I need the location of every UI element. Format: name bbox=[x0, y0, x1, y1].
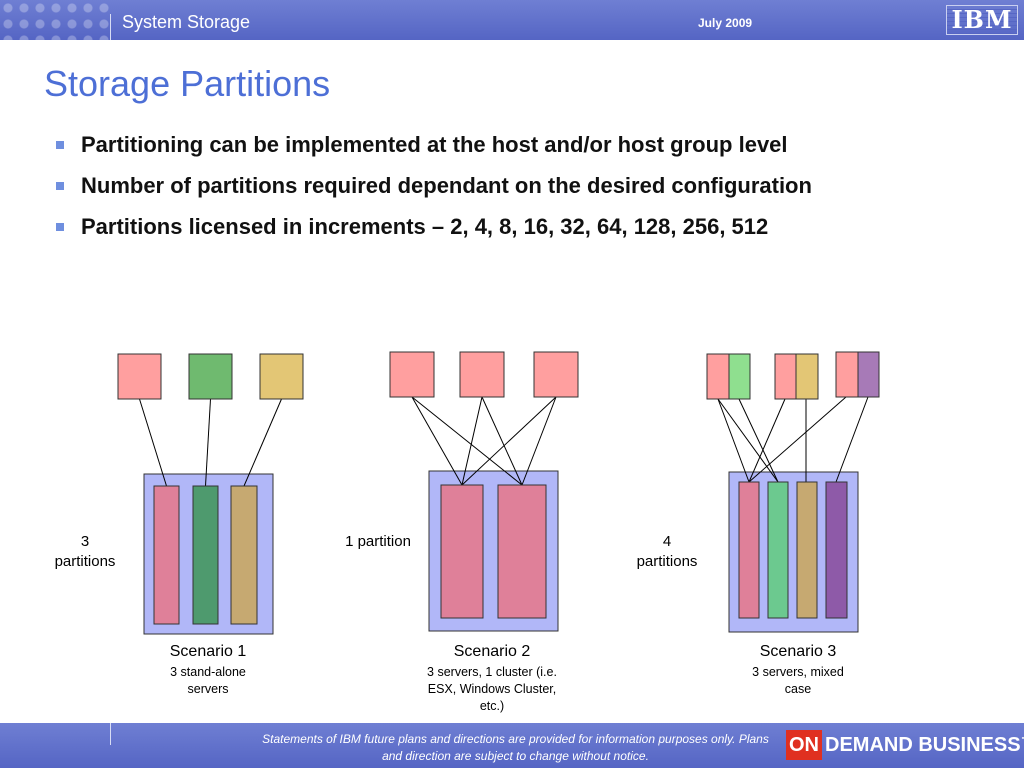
scenario-2-host-server bbox=[533, 351, 579, 398]
bullet-item: Partitions licensed in increments – 2, 4… bbox=[56, 212, 996, 253]
scenario-3-connection-line bbox=[835, 396, 869, 483]
scenario-2-partition bbox=[497, 484, 547, 619]
bullet-square-icon bbox=[56, 141, 64, 149]
footer-bar: Statements of IBM future plans and direc… bbox=[0, 723, 1024, 768]
slide-title: Storage Partitions bbox=[44, 63, 331, 104]
scenario-3-partition bbox=[796, 481, 818, 619]
scenario-3-connection-line bbox=[717, 398, 750, 483]
scenario-1-title: Scenario 1 bbox=[169, 643, 247, 660]
scenario-1-host-server bbox=[188, 353, 233, 400]
header-date: July 2009 bbox=[698, 16, 753, 30]
scenario-3-connection-line bbox=[717, 398, 779, 483]
scenario-3-partition-label: 4 partitions bbox=[636, 533, 698, 570]
scenario-1-partition-label: 3 partitions bbox=[54, 533, 116, 570]
footer-disclaimer: Statements of IBM future plans and direc… bbox=[262, 732, 769, 763]
scenario-1-connection-line bbox=[243, 398, 282, 487]
bullet-list: Partitioning can be implemented at the h… bbox=[56, 130, 996, 253]
bullet-item: Partitioning can be implemented at the h… bbox=[56, 130, 996, 171]
scenario-1-description: 3 stand-alone servers bbox=[170, 665, 246, 696]
scenario-1-host-server bbox=[259, 353, 304, 400]
scenario-3-host-server bbox=[706, 353, 730, 400]
scenario-2-connection-line bbox=[411, 396, 463, 486]
scenario-2-connection-line bbox=[411, 396, 523, 486]
scenario-3-connection-line bbox=[748, 398, 786, 483]
bullet-square-icon bbox=[56, 182, 64, 190]
scenario-2-connection-line bbox=[481, 396, 523, 486]
scenario-3-host-server bbox=[728, 353, 751, 400]
scenario-2-partition bbox=[440, 484, 484, 619]
bullet-square-icon bbox=[56, 223, 64, 231]
footer-divider bbox=[110, 723, 111, 745]
scenario-3-partition bbox=[767, 481, 789, 619]
scenario-3-partition bbox=[738, 481, 760, 619]
header-dot-pattern bbox=[0, 0, 110, 40]
scenario-1-connection-line bbox=[205, 398, 211, 487]
scenario-3-partition bbox=[825, 481, 848, 619]
scenario-2-connection-line bbox=[461, 396, 483, 486]
header-bar: System Storage July 2009 IBM bbox=[0, 0, 1024, 40]
scenario-2-host-server bbox=[389, 351, 435, 398]
header-divider bbox=[110, 14, 111, 40]
scenario-3-host-server bbox=[774, 353, 797, 400]
scenario-1-partition bbox=[153, 485, 180, 625]
scenario-2-description: 3 servers, 1 cluster (i.e. ESX, Windows … bbox=[427, 665, 557, 713]
scenario-3-host-server bbox=[795, 353, 819, 400]
scenario-2-title: Scenario 2 bbox=[453, 643, 531, 660]
ibm-logo: IBM bbox=[946, 5, 1018, 35]
scenario-3-title: Scenario 3 bbox=[759, 643, 837, 660]
scenario-2-connection-line bbox=[521, 396, 557, 486]
scenario-1-partition bbox=[230, 485, 258, 625]
scenario-1-connection-line bbox=[139, 398, 167, 487]
bullet-item: Number of partitions required dependant … bbox=[56, 171, 996, 212]
scenario-3-description: 3 servers, mixed case bbox=[752, 665, 844, 696]
scenario-2-partition-label: 1 partition bbox=[345, 533, 411, 550]
scenario-2-host-server bbox=[459, 351, 505, 398]
scenario-3-connection-line bbox=[738, 398, 779, 483]
scenario-3-host-server bbox=[857, 351, 880, 398]
scenario-3-connection-line bbox=[748, 396, 847, 483]
scenario-1-partition bbox=[192, 485, 219, 625]
scenario-2-connection-line bbox=[461, 396, 557, 486]
header-brand: System Storage bbox=[122, 12, 251, 32]
scenario-3-host-server bbox=[835, 351, 859, 398]
scenario-1-host-server bbox=[117, 353, 162, 400]
